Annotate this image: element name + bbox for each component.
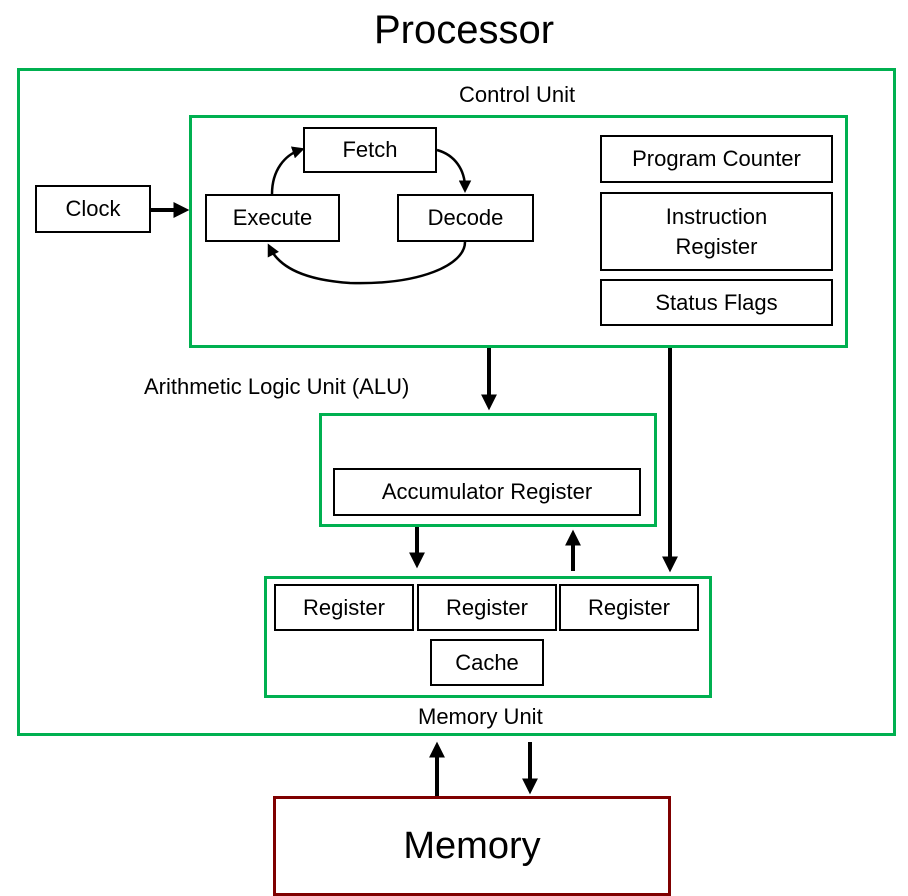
memory-unit-container [264,576,712,698]
accumulator-register-box: Accumulator Register [333,468,641,516]
decode-to-execute-arrow [267,241,467,285]
cache-label: Cache [455,649,519,675]
instruction-register-label-line2: Register [675,233,758,259]
execute-to-fetch-arrow [270,146,305,195]
memory-label: Memory [403,825,541,867]
register-box-1: Register [274,584,414,631]
control-unit-container [189,115,848,348]
program-counter-box: Program Counter [600,135,833,183]
processor-title: Processor [373,8,555,52]
control-unit-label: Control Unit [459,82,576,107]
instruction-register-label-line1: Instruction [665,203,768,229]
register-label-2: Register [446,594,528,620]
accumulator-register-label: Accumulator Register [381,479,593,504]
fetch-box: Fetch [303,127,437,173]
register-label-1: Register [303,594,385,620]
register-box-3: Register [559,584,699,631]
status-flags-label: Status Flags [655,289,778,315]
instruction-register-box: Instruction Register [600,192,833,271]
alu-container [319,413,657,527]
register-label-3: Register [588,594,670,620]
fetch-to-decode-arrow [436,148,472,193]
execute-box: Execute [205,194,340,242]
clock-box: Clock [35,185,151,233]
memory-unit-label: Memory Unit [418,704,543,729]
decode-box: Decode [397,194,534,242]
fetch-label: Fetch [342,137,398,162]
status-flags-box: Status Flags [600,279,833,326]
cache-box: Cache [430,639,544,686]
register-box-2: Register [417,584,557,631]
clock-label: Clock [65,196,121,221]
memory-box: Memory [273,796,671,896]
processor-container [17,68,896,736]
execute-label: Execute [232,205,313,230]
decode-label: Decode [427,205,504,230]
alu-label: Arithmetic Logic Unit (ALU) [144,374,410,399]
program-counter-label: Program Counter [632,146,801,171]
